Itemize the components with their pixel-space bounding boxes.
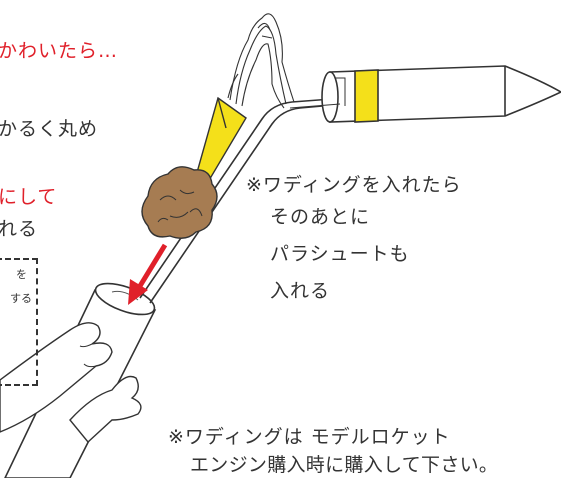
wadding-purchase-note-line1: ※ワディングは モデルロケット [168, 426, 451, 448]
wadding-then-parachute-note-line1: ※ワディングを入れたら [246, 174, 462, 196]
wadding-then-parachute-note-line2: そのあとに [270, 206, 371, 228]
wadding-then-parachute-note-line4: 入れる [270, 280, 331, 302]
nose-cone [321, 65, 561, 123]
wadding-purchase-note-line2: エンジン購入時に購入して下さい。 [190, 454, 499, 476]
wadding-then-parachute-note-line3: パラシュートも [270, 243, 410, 265]
note-dried: かわいたら… [0, 40, 119, 62]
wadding-ball [141, 166, 218, 239]
note-make-into: にして [0, 186, 58, 208]
box-note-line2: する [10, 292, 32, 305]
body-tube [4, 282, 157, 478]
nose-cone-yellow-band [354, 69, 379, 123]
box-note-line1: を [16, 268, 27, 281]
dashed-callout-box [0, 258, 38, 386]
wadding-sheet [195, 96, 247, 183]
insert-arrow [128, 243, 168, 305]
parachute-bundle [227, 13, 341, 109]
note-insert: れる [0, 218, 39, 240]
shock-cord [139, 97, 346, 304]
note-roll-lightly: かるく丸め [0, 118, 99, 140]
hands [0, 322, 142, 444]
